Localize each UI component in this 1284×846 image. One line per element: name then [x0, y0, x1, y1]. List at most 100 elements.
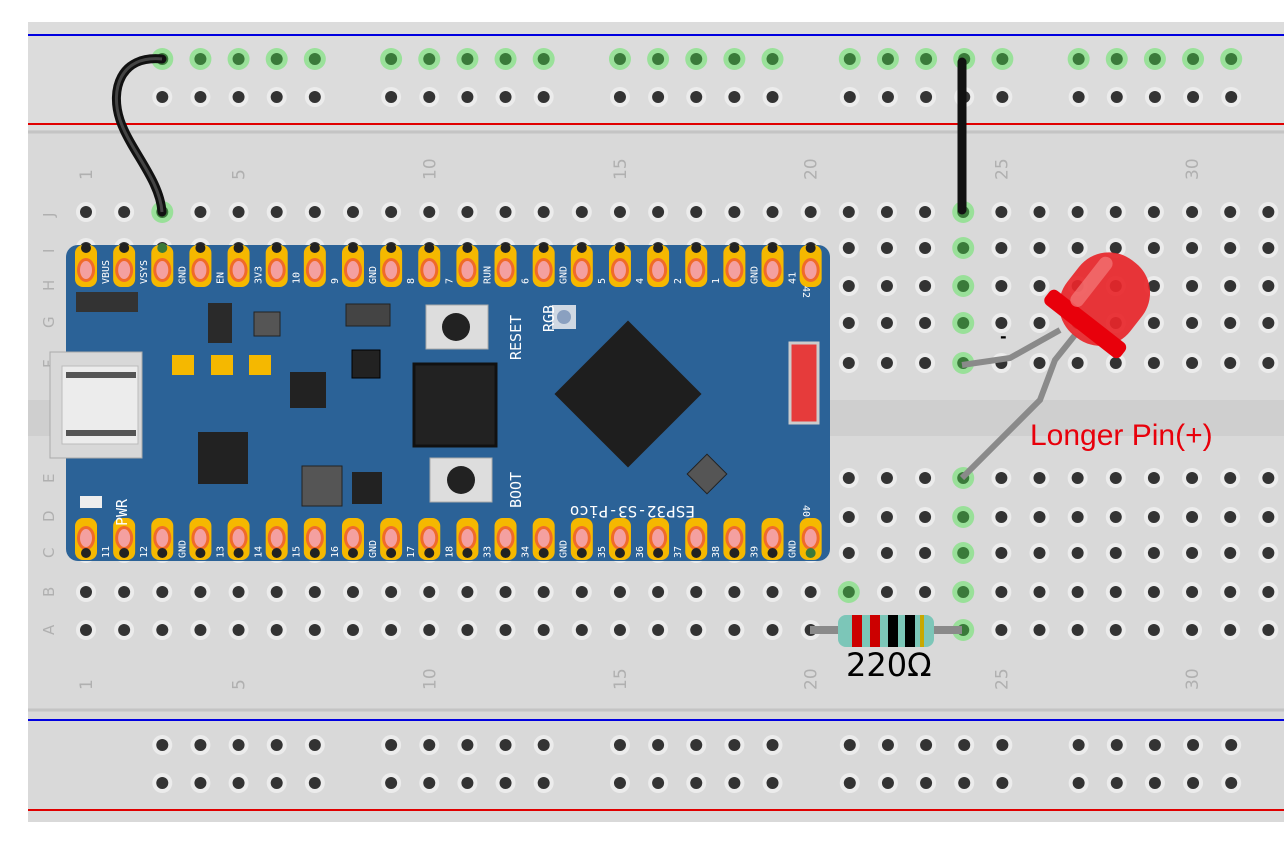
rail-hole[interactable]: [647, 48, 670, 70]
hole-J17[interactable]: [686, 202, 707, 222]
hole-D21[interactable]: [838, 507, 859, 527]
hole-F26[interactable]: [1029, 353, 1050, 373]
hole-I22[interactable]: [876, 238, 897, 258]
hole-D31[interactable]: [1220, 507, 1241, 527]
hole-C25[interactable]: [991, 543, 1012, 563]
rail-hole[interactable]: [1105, 48, 1128, 70]
hole-B5[interactable]: [228, 582, 249, 602]
rail-hole[interactable]: [228, 87, 249, 107]
rail-hole[interactable]: [1144, 735, 1165, 755]
rail-hole[interactable]: [456, 48, 479, 70]
header-pin[interactable]: [151, 518, 174, 560]
hole-B15[interactable]: [609, 582, 630, 602]
hole-D22[interactable]: [876, 507, 897, 527]
hole-H31[interactable]: [1220, 276, 1241, 296]
hole-A28[interactable]: [1105, 620, 1126, 640]
rail-hole[interactable]: [723, 48, 746, 70]
hole-A31[interactable]: [1220, 620, 1241, 640]
hole-B32[interactable]: [1258, 582, 1279, 602]
hole-F23[interactable]: [915, 353, 936, 373]
header-pin[interactable]: [418, 518, 441, 560]
hole-B10[interactable]: [419, 582, 440, 602]
rail-hole[interactable]: [1220, 48, 1243, 70]
rail-hole[interactable]: [266, 735, 287, 755]
rail-hole[interactable]: [152, 773, 173, 793]
hole-A27[interactable]: [1067, 620, 1088, 640]
hole-J31[interactable]: [1220, 202, 1241, 222]
rail-hole[interactable]: [1068, 735, 1089, 755]
header-pin[interactable]: [456, 518, 479, 560]
hole-G29[interactable]: [1143, 313, 1164, 333]
rail-hole[interactable]: [1144, 87, 1165, 107]
hole-E29[interactable]: [1143, 468, 1164, 488]
hole-J9[interactable]: [381, 202, 402, 222]
hole-A1[interactable]: [76, 620, 96, 640]
hole-E23[interactable]: [915, 468, 936, 488]
rail-hole[interactable]: [724, 735, 745, 755]
rail-hole[interactable]: [609, 735, 630, 755]
hole-B23[interactable]: [915, 582, 936, 602]
hole-D25[interactable]: [991, 507, 1012, 527]
hole-D28[interactable]: [1105, 507, 1126, 527]
hole-A5[interactable]: [228, 620, 249, 640]
hole-B27[interactable]: [1067, 582, 1088, 602]
hole-D24[interactable]: [952, 506, 975, 528]
hole-J25[interactable]: [991, 202, 1012, 222]
rail-hole[interactable]: [1143, 48, 1166, 70]
header-pin[interactable]: [189, 518, 212, 560]
header-pin[interactable]: [570, 518, 593, 560]
header-pin[interactable]: [303, 518, 326, 560]
hole-A3[interactable]: [152, 620, 173, 640]
header-pin[interactable]: [685, 518, 708, 560]
rail-hole[interactable]: [762, 87, 783, 107]
hole-A9[interactable]: [381, 620, 402, 640]
rail-hole[interactable]: [533, 735, 554, 755]
hole-J15[interactable]: [609, 202, 630, 222]
hole-A7[interactable]: [304, 620, 325, 640]
hole-J26[interactable]: [1029, 202, 1050, 222]
rail-hole[interactable]: [916, 773, 937, 793]
rail-hole[interactable]: [916, 735, 937, 755]
hole-B29[interactable]: [1143, 582, 1164, 602]
rail-hole[interactable]: [228, 773, 249, 793]
hole-J18[interactable]: [724, 202, 745, 222]
rail-hole[interactable]: [724, 87, 745, 107]
rail-hole[interactable]: [877, 87, 898, 107]
header-pin[interactable]: [189, 243, 212, 287]
rail-hole[interactable]: [457, 735, 478, 755]
hole-D27[interactable]: [1067, 507, 1088, 527]
hole-J10[interactable]: [419, 202, 440, 222]
hole-A30[interactable]: [1182, 620, 1203, 640]
hole-A25[interactable]: [991, 620, 1012, 640]
rail-hole[interactable]: [419, 735, 440, 755]
hole-B22[interactable]: [876, 582, 897, 602]
rail-hole[interactable]: [1106, 735, 1127, 755]
resistor-220-ohm[interactable]: 220Ω: [810, 615, 962, 684]
rail-hole[interactable]: [992, 735, 1013, 755]
rail-hole[interactable]: [915, 48, 938, 70]
rail-hole[interactable]: [303, 48, 326, 70]
hole-I24[interactable]: [952, 237, 975, 259]
hole-B6[interactable]: [266, 582, 287, 602]
rail-hole[interactable]: [724, 773, 745, 793]
rail-hole[interactable]: [380, 48, 403, 70]
rail-hole[interactable]: [954, 773, 975, 793]
rail-hole[interactable]: [762, 735, 783, 755]
rail-hole[interactable]: [189, 48, 212, 70]
hole-A10[interactable]: [419, 620, 440, 640]
hole-J29[interactable]: [1143, 202, 1164, 222]
hole-B25[interactable]: [991, 582, 1012, 602]
rail-hole[interactable]: [839, 735, 860, 755]
rail-hole[interactable]: [304, 773, 325, 793]
rail-hole[interactable]: [1221, 735, 1242, 755]
rail-hole[interactable]: [685, 48, 708, 70]
rail-hole[interactable]: [228, 735, 249, 755]
red-led[interactable]: -: [959, 232, 1172, 481]
hole-A18[interactable]: [724, 620, 745, 640]
hole-I31[interactable]: [1220, 238, 1241, 258]
hole-B14[interactable]: [571, 582, 592, 602]
hole-D32[interactable]: [1258, 507, 1279, 527]
hole-F32[interactable]: [1258, 353, 1279, 373]
hole-B8[interactable]: [342, 582, 363, 602]
hole-J32[interactable]: [1258, 202, 1279, 222]
